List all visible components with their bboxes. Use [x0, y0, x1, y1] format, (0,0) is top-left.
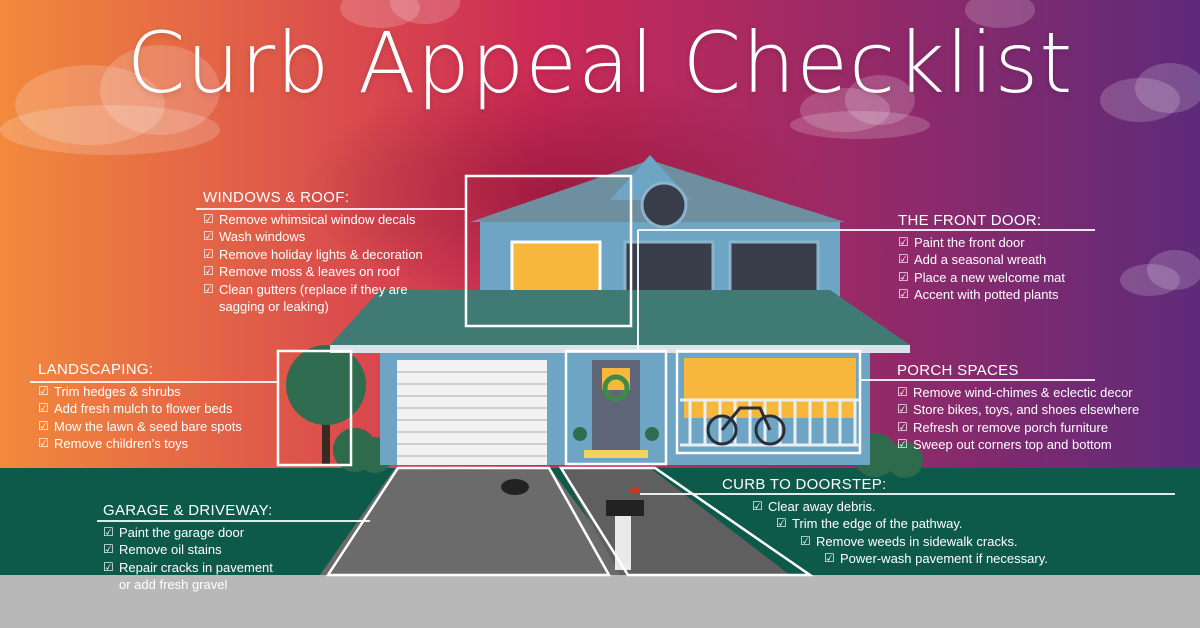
- checklist-item: ☑Add fresh mulch to flower beds: [38, 401, 233, 416]
- front-door-section: THE FRONT DOOR: ☑Paint the front door ☑A…: [898, 212, 1065, 304]
- checkbox-icon: ☑: [38, 383, 49, 398]
- porch-window: [684, 358, 856, 418]
- checkbox-icon: ☑: [203, 281, 214, 296]
- checkbox-icon: ☑: [203, 246, 214, 261]
- checkbox-icon: ☑: [800, 533, 811, 548]
- checkbox-icon: ☑: [203, 264, 214, 278]
- page-title: Curb Appeal Checklist: [126, 14, 1074, 112]
- checklist-item-continuation: or add fresh gravel: [119, 577, 228, 592]
- section-heading: GARAGE & DRIVEWAY:: [103, 502, 273, 519]
- section-heading: WINDOWS & ROOF:: [203, 189, 350, 206]
- garage-driveway-section: GARAGE & DRIVEWAY: ☑Paint the garage doo…: [103, 502, 273, 594]
- round-window: [640, 181, 688, 229]
- checklist-item: ☑Clear away debris.: [752, 498, 876, 514]
- checklist-item: ☑Remove holiday lights & decoration: [203, 246, 423, 262]
- checkbox-icon: ☑: [898, 234, 909, 249]
- checkbox-icon: ☑: [103, 524, 114, 539]
- callout-lines: [30, 208, 1175, 522]
- checkbox-icon: ☑: [776, 516, 787, 530]
- checkbox-icon: ☑: [38, 418, 49, 433]
- checklist-item: ☑Accent with potted plants: [898, 287, 1059, 302]
- checkbox-icon: ☑: [752, 498, 763, 513]
- checklist-item: ☑Refresh or remove porch furniture: [897, 419, 1109, 435]
- driveway: [320, 468, 630, 575]
- checklist-item: ☑Paint the garage door: [103, 524, 245, 540]
- checklist-item: ☑Add a seasonal wreath: [898, 252, 1047, 267]
- checkbox-icon: ☑: [898, 252, 909, 266]
- checklist-item: ☑Remove whimsical window decals: [203, 211, 416, 227]
- checklist-item: ☑Mow the lawn & seed bare spots: [38, 418, 242, 434]
- section-heading: THE FRONT DOOR:: [898, 212, 1042, 229]
- wreath: [602, 374, 630, 402]
- section-heading: PORCH SPACES: [897, 362, 1019, 379]
- checklist-item: ☑Remove weeds in sidewalk cracks.: [800, 533, 1018, 549]
- checklist-item: ☑Trim the edge of the pathway.: [776, 516, 963, 531]
- sidewalk: [0, 575, 1200, 628]
- checklist-item-continuation: sagging or leaking): [219, 299, 329, 314]
- checklist-item: ☑Wash windows: [203, 229, 306, 244]
- checklist-item: ☑Remove oil stains: [103, 542, 222, 557]
- checklist-item: ☑Place a new welcome mat: [898, 269, 1066, 285]
- checklist-item: ☑Power-wash pavement if necessary.: [824, 551, 1048, 566]
- porch-spaces-section: PORCH SPACES ☑Remove wind-chimes & eclec…: [897, 362, 1139, 454]
- checkbox-icon: ☑: [203, 211, 214, 226]
- checkbox-icon: ☑: [897, 402, 908, 416]
- garage-door: [397, 360, 547, 465]
- checkbox-icon: ☑: [898, 287, 909, 301]
- oil-stain: [501, 479, 529, 495]
- checkbox-icon: ☑: [103, 559, 114, 574]
- bicycle: [706, 406, 786, 446]
- checkbox-icon: ☑: [897, 437, 908, 451]
- checklist-item: ☑Remove children’s toys: [38, 436, 189, 451]
- checklist-item: ☑Paint the front door: [898, 234, 1025, 250]
- porch-roof: [330, 290, 910, 345]
- curb-to-doorstep-section: CURB TO DOORSTEP: ☑Clear away debris. ☑T…: [722, 476, 1048, 568]
- tree: [286, 345, 366, 425]
- clouds: [0, 0, 1200, 296]
- checkbox-icon: ☑: [898, 269, 909, 284]
- landscaping-section: LANDSCAPING: ☑Trim hedges & shrubs ☑Add …: [38, 361, 242, 453]
- checkbox-icon: ☑: [38, 436, 49, 450]
- checklist-item: ☑Sweep out corners top and bottom: [897, 437, 1112, 452]
- checkbox-icon: ☑: [824, 551, 835, 565]
- checklist-item: ☑Trim hedges & shrubs: [38, 383, 181, 399]
- checkbox-icon: ☑: [203, 229, 214, 243]
- checklist-item: ☑Store bikes, toys, and shoes elsewhere: [897, 402, 1140, 417]
- callout-outlines: [276, 174, 862, 577]
- checklist-item: ☑Remove wind-chimes & eclectic decor: [897, 384, 1133, 400]
- mailbox: [615, 510, 631, 570]
- checkbox-icon: ☑: [38, 401, 49, 415]
- checklist-item: ☑Remove moss & leaves on roof: [203, 264, 400, 279]
- section-heading: LANDSCAPING:: [38, 361, 154, 378]
- section-heading: CURB TO DOORSTEP:: [722, 476, 887, 493]
- checkbox-icon: ☑: [897, 419, 908, 434]
- windows-roof-section: WINDOWS & ROOF: ☑Remove whimsical window…: [203, 189, 423, 316]
- checkbox-icon: ☑: [103, 542, 114, 556]
- checkbox-icon: ☑: [897, 384, 908, 399]
